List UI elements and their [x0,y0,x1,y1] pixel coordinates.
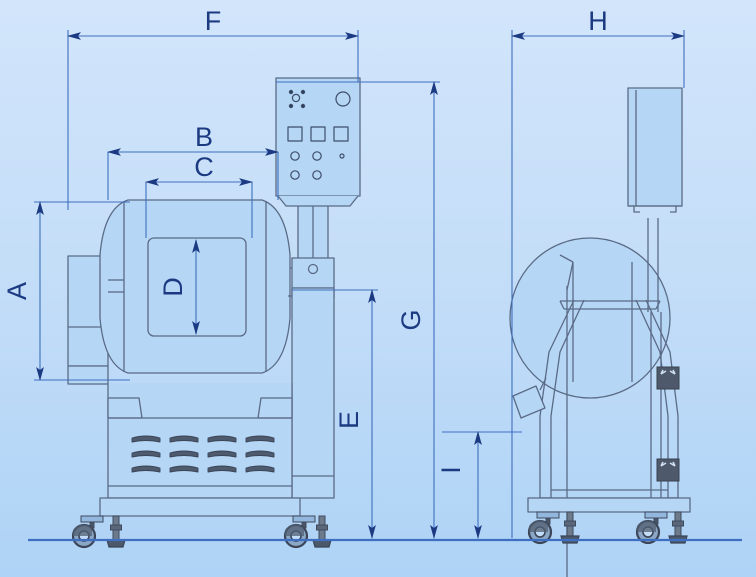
dimension-lines [34,30,685,539]
base-cabinet [99,383,301,517]
tilt-handle [512,377,547,419]
dimension-label-H: H [588,6,608,36]
dimension-label-C: C [194,152,214,182]
dimension-label-F: F [205,6,222,36]
control-panel-controls [287,89,351,180]
dimension-label-E: E [334,411,364,429]
dimension-label-D: D [158,277,188,297]
dimension-label-G: G [396,309,426,330]
side-view [509,87,691,577]
side-control-panel [627,87,683,213]
front-view [67,77,361,517]
vent-slots [131,435,275,473]
side-bowl-circle [509,237,671,399]
dimension-label-I: I [436,466,466,474]
control-column [291,201,335,499]
dimension-label-B: B [195,122,213,152]
dimension-label-A: A [2,282,32,300]
dimension-labels: F B C H A D G E I [2,6,608,474]
